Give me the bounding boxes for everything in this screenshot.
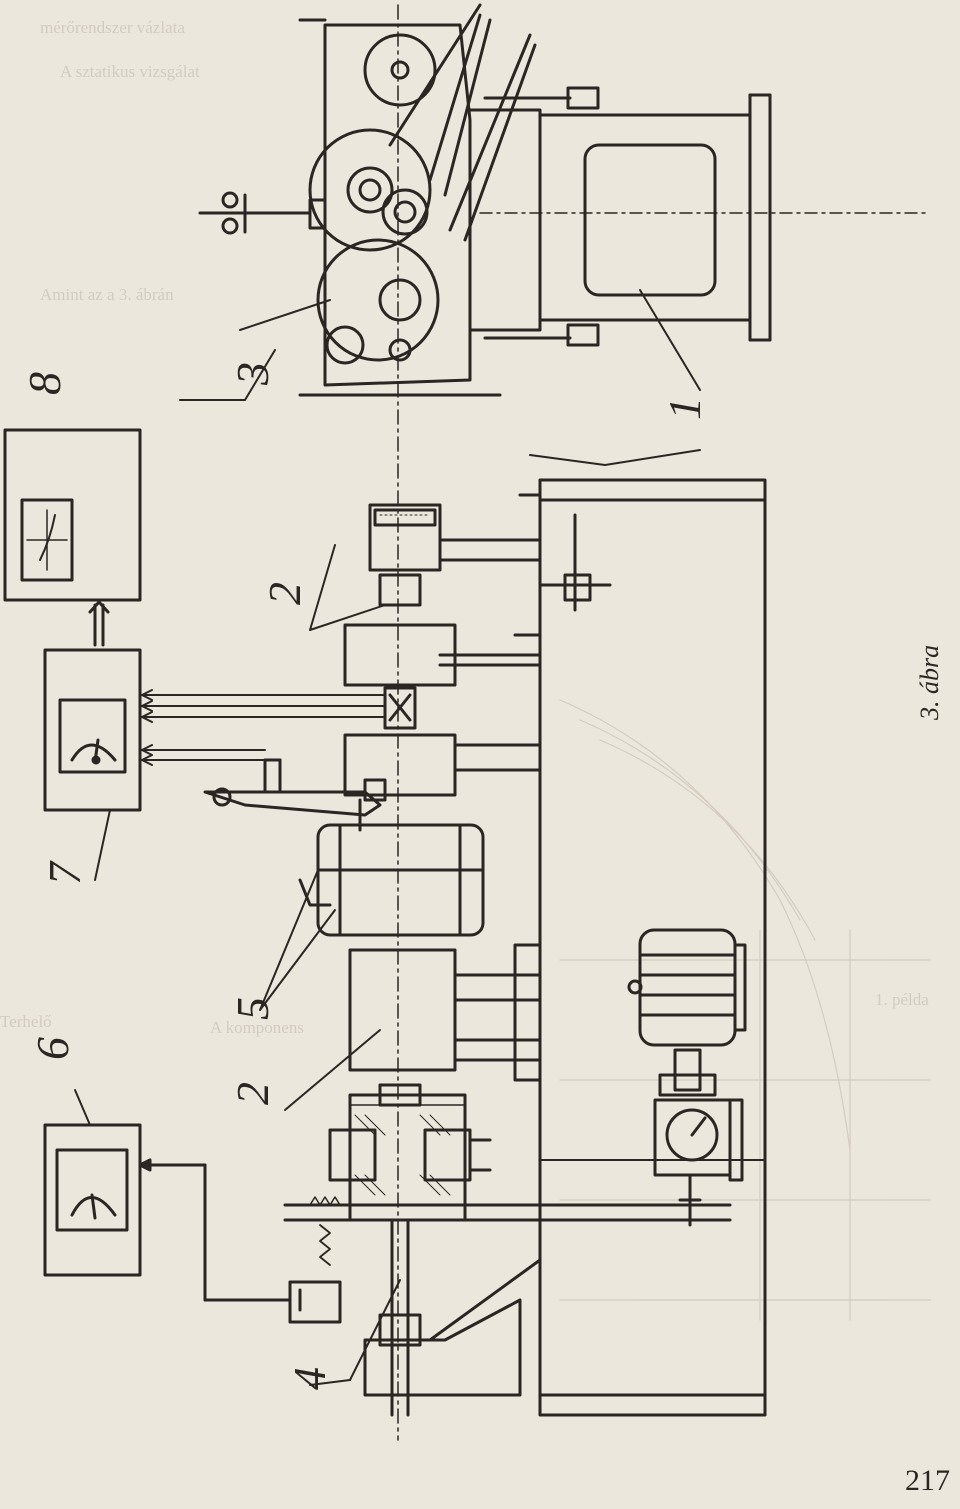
instrument-8 [3, 428, 142, 647]
part-label-4: 4 [284, 1367, 335, 1390]
brake-drum-assembly [203, 758, 485, 937]
instrument-6 [43, 1123, 142, 1277]
machine-bed [538, 478, 767, 1417]
bleed-text: A komponens [210, 1018, 304, 1037]
part-label-3: 3 [227, 362, 278, 386]
part-label-6: 6 [27, 1037, 78, 1060]
upper-shaft-assembly [343, 493, 612, 797]
part-label-7: 7 [39, 860, 90, 885]
bleed-text: Terhelő [0, 1012, 52, 1031]
lower-shaft-assembly [138, 928, 747, 1417]
part-label-2-top: 2 [259, 582, 310, 605]
gearbox-assembly [198, 3, 600, 397]
part-label-2-bottom: 2 [227, 1082, 278, 1105]
bleed-text: 1. példa [875, 990, 929, 1009]
bleed-grid [559, 699, 931, 1321]
bleed-text: mérőrendszer vázlata [40, 18, 185, 37]
figure-caption: 3. ábra [915, 645, 944, 721]
instrument-7 [43, 648, 386, 812]
part-label-1: 1 [659, 397, 710, 420]
part-label-8: 8 [19, 372, 70, 395]
part-label-5: 5 [227, 997, 278, 1020]
bleed-text: A sztatikus vizsgálat [60, 62, 200, 81]
leader-lines [74, 289, 701, 1386]
page-number: 217 [905, 1464, 950, 1497]
drive-housing [479, 93, 931, 342]
bleed-text: Amint az a 3. ábrán [40, 285, 174, 304]
